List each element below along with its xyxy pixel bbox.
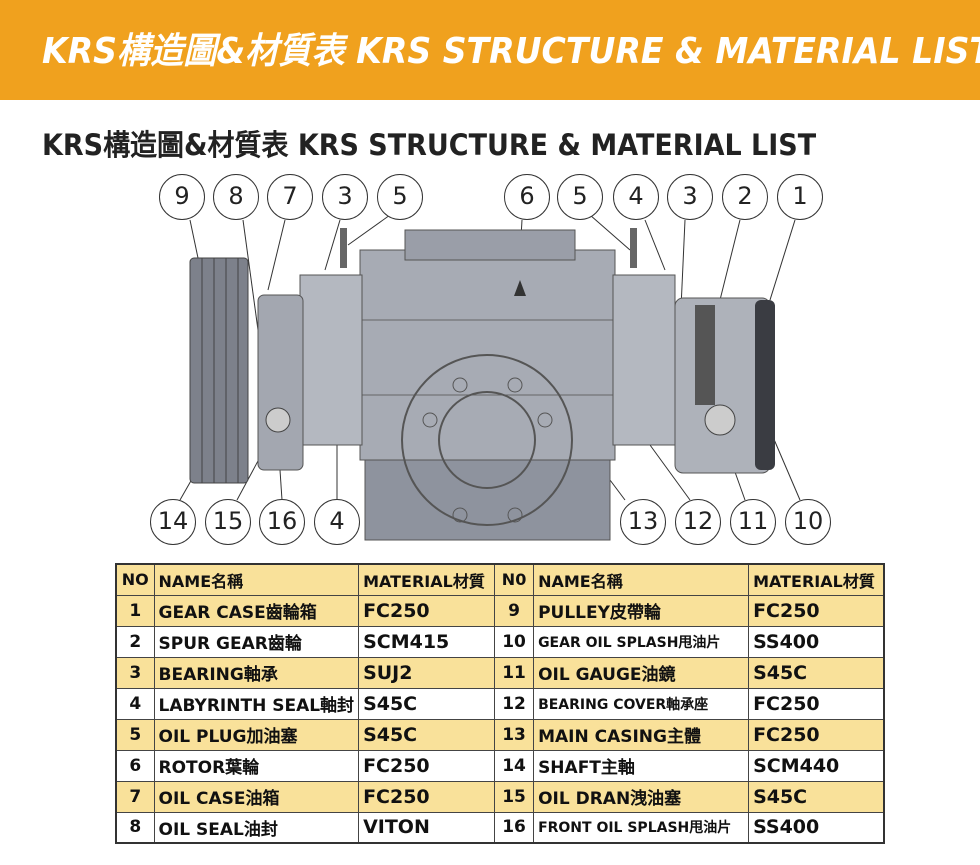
callout-14: 14 (150, 499, 196, 545)
table-header: NO NAME名稱 MATERIAL材質 N0 NAME名稱 MATERIAL材… (115, 563, 885, 596)
header-material-2: MATERIAL材質 (748, 563, 885, 596)
callout-12: 12 (675, 499, 721, 545)
cell-r-name: FRONT OIL SPLASH甩油片 (533, 811, 750, 844)
cell-r-mat: FC250 (748, 687, 885, 720)
cell-l-no: 6 (115, 749, 155, 782)
cell-r-no: 9 (494, 594, 535, 627)
header-no: NO (115, 563, 155, 596)
cell-l-mat: FC250 (358, 780, 496, 813)
cell-l-no: 4 (115, 687, 155, 720)
cell-r-name: OIL GAUGE油鏡 (533, 656, 750, 689)
cell-r-mat: SCM440 (748, 749, 885, 782)
cell-l-no: 7 (115, 780, 155, 813)
callout-5b: 5 (557, 174, 603, 220)
cell-l-no: 1 (115, 594, 155, 627)
callout-15: 15 (205, 499, 251, 545)
cell-r-name: BEARING COVER軸承座 (533, 687, 750, 720)
cell-l-name: OIL CASE油箱 (153, 780, 360, 813)
cell-r-mat: S45C (748, 656, 885, 689)
cell-l-name: OIL SEAL油封 (153, 811, 360, 844)
callout-10: 10 (785, 499, 831, 545)
callout-1: 1 (777, 174, 823, 220)
callout-7: 7 (267, 174, 313, 220)
callout-4: 4 (613, 174, 659, 220)
callout-3: 3 (322, 174, 368, 220)
callout-11: 11 (730, 499, 776, 545)
cell-r-no: 11 (494, 656, 535, 689)
cell-r-no: 12 (494, 687, 535, 720)
callout-9: 9 (159, 174, 205, 220)
cell-l-mat: FC250 (358, 749, 496, 782)
callout-16: 16 (259, 499, 305, 545)
callout-6: 6 (504, 174, 550, 220)
header-name-2: NAME名稱 (533, 563, 750, 596)
cell-r-name: OIL DRAN洩油塞 (533, 780, 750, 813)
cell-r-no: 13 (494, 718, 535, 751)
pulley (189, 257, 249, 484)
cell-r-mat: FC250 (748, 594, 885, 627)
cell-r-name: SHAFT主軸 (533, 749, 750, 782)
blower-structure-diagram (179, 214, 801, 541)
cell-l-mat: FC250 (358, 594, 496, 627)
cell-l-name: GEAR CASE齒輪箱 (153, 594, 360, 627)
cell-r-mat: FC250 (748, 718, 885, 751)
cell-r-no: 15 (494, 780, 535, 813)
header-no-2: N0 (494, 563, 535, 596)
cell-r-no: 14 (494, 749, 535, 782)
callout-4b: 4 (314, 499, 360, 545)
cell-l-mat: S45C (358, 718, 496, 751)
cell-r-mat: SS400 (748, 625, 885, 658)
callout-2: 2 (722, 174, 768, 220)
cell-r-mat: S45C (748, 780, 885, 813)
cell-l-mat: S45C (358, 687, 496, 720)
page-title: KRS構造圖&材質表 KRS STRUCTURE & MATERIAL LIST (42, 128, 817, 162)
cell-r-no: 16 (494, 811, 535, 844)
cell-l-no: 3 (115, 656, 155, 689)
cell-l-no: 5 (115, 718, 155, 751)
cell-l-name: BEARING軸承 (153, 656, 360, 689)
cell-l-no: 8 (115, 811, 155, 844)
cell-l-mat: SUJ2 (358, 656, 496, 689)
cell-l-name: ROTOR葉輪 (153, 749, 360, 782)
cell-r-name: PULLEY皮帶輪 (533, 594, 750, 627)
callout-3b: 3 (667, 174, 713, 220)
callout-13: 13 (620, 499, 666, 545)
material-table: NO NAME名稱 MATERIAL材質 N0 NAME名稱 MATERIAL材… (115, 563, 885, 844)
cell-r-mat: SS400 (748, 811, 885, 844)
banner: KRS構造圖&材質表 KRS STRUCTURE & MATERIAL LIST (0, 0, 980, 100)
cell-l-name: LABYRINTH SEAL軸封 (153, 687, 360, 720)
callout-8: 8 (213, 174, 259, 220)
cell-l-no: 2 (115, 625, 155, 658)
header-material: MATERIAL材質 (358, 563, 496, 596)
banner-title: KRS構造圖&材質表 KRS STRUCTURE & MATERIAL LIST (42, 31, 980, 72)
cell-r-name: GEAR OIL SPLASH甩油片 (533, 625, 750, 658)
cell-r-no: 10 (494, 625, 535, 658)
cell-l-mat: SCM415 (358, 625, 496, 658)
cell-l-mat: VITON (358, 811, 496, 844)
cell-l-name: SPUR GEAR齒輪 (153, 625, 360, 658)
callout-5: 5 (377, 174, 423, 220)
cell-r-name: MAIN CASING主體 (533, 718, 750, 751)
cell-l-name: OIL PLUG加油塞 (153, 718, 360, 751)
header-name: NAME名稱 (153, 563, 360, 596)
gear-case-left (257, 294, 304, 471)
